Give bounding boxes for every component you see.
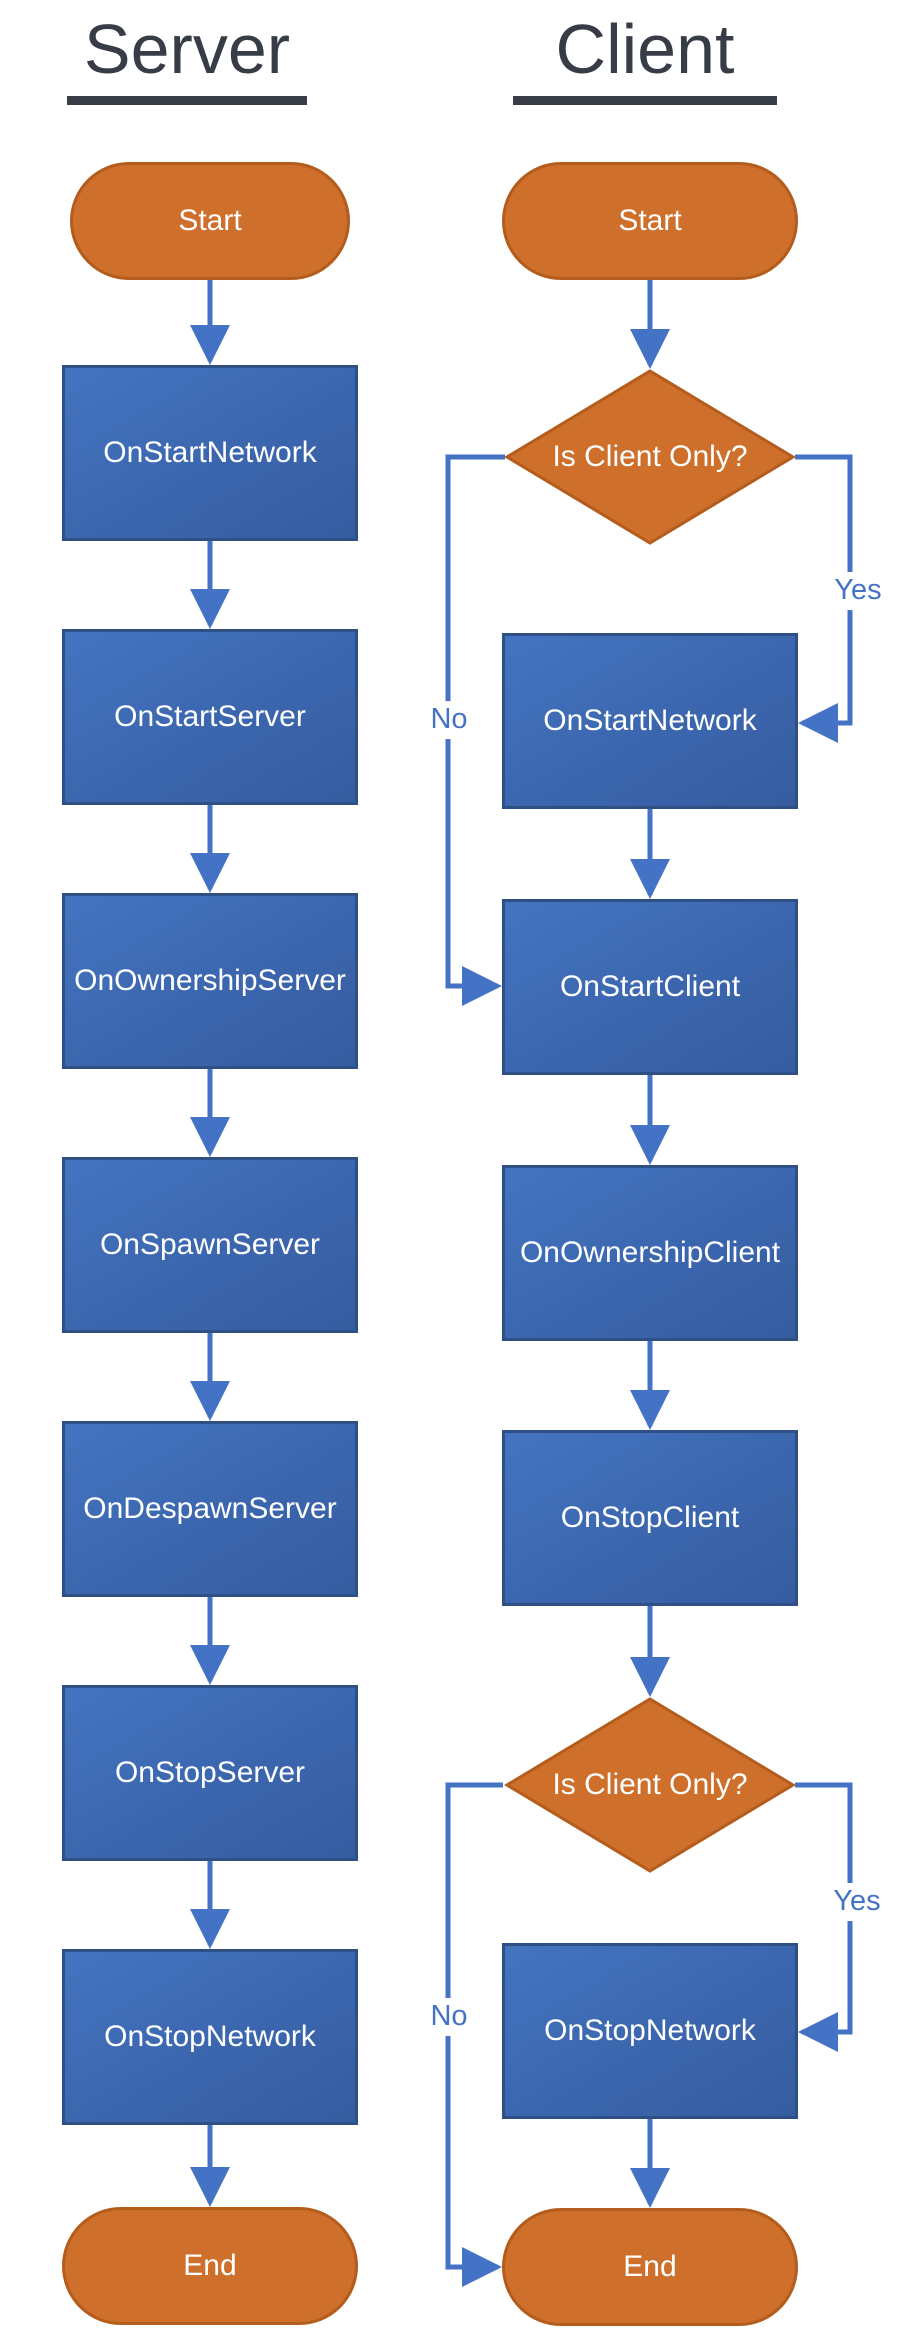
node-client-onstopclient: OnStopClient xyxy=(502,1430,798,1606)
node-client-onstartnetwork: OnStartNetwork xyxy=(502,633,798,809)
node-server-end: End xyxy=(62,2207,358,2325)
node-client-start: Start xyxy=(502,162,798,280)
node-server-onstartserver: OnStartServer xyxy=(62,629,358,805)
node-server-onstopnetwork: OnStopNetwork xyxy=(62,1949,358,2125)
node-server-start: Start xyxy=(70,162,350,280)
node-server-ondespawnserver: OnDespawnServer xyxy=(62,1421,358,1597)
edge-label-no-top: No xyxy=(425,701,473,739)
server-column-title: Server xyxy=(67,2,307,105)
decision-diamond-bottom xyxy=(504,1697,796,1873)
node-client-decision-top-label: Is Client Only? xyxy=(552,440,748,473)
edge-label-yes-top: Yes xyxy=(829,572,887,610)
node-client-onstartclient: OnStartClient xyxy=(502,899,798,1075)
node-server-onstopserver: OnStopServer xyxy=(62,1685,358,1861)
decision-diamond-top xyxy=(504,369,796,545)
edge-label-yes-bottom: Yes xyxy=(828,1883,886,1921)
node-client-onownershipclient: OnOwnershipClient xyxy=(502,1165,798,1341)
node-client-onstopnetwork: OnStopNetwork xyxy=(502,1943,798,2119)
node-client-decision-bottom-label: Is Client Only? xyxy=(552,1768,748,1801)
node-client-end: End xyxy=(502,2208,798,2326)
node-server-onspawnserver: OnSpawnServer xyxy=(62,1157,358,1333)
node-server-onstartnetwork: OnStartNetwork xyxy=(62,365,358,541)
node-server-onownershipserver: OnOwnershipServer xyxy=(62,893,358,1069)
edge-label-no-bottom: No xyxy=(425,1998,473,2036)
client-column-title: Client xyxy=(513,2,777,105)
